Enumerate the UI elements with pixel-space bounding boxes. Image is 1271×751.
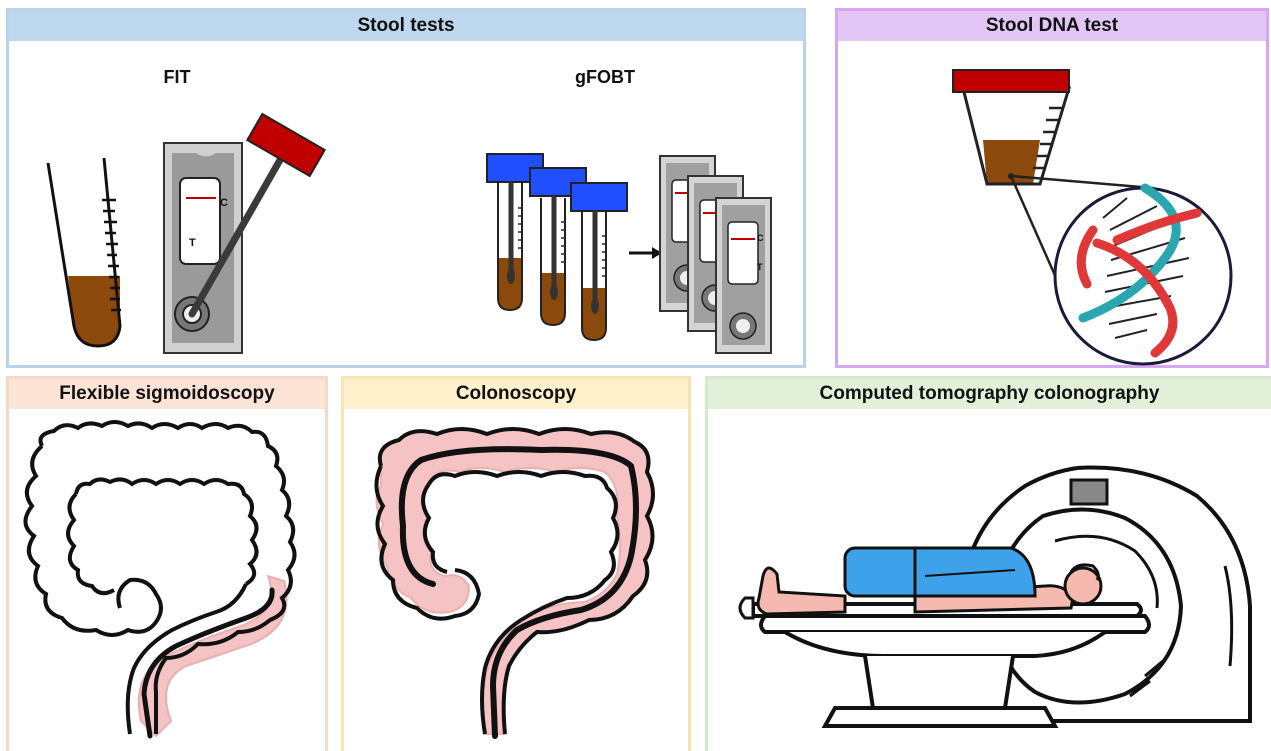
- stool-dna-illustration: [835, 8, 1269, 368]
- gfobt-tube-3: [571, 183, 627, 340]
- ct-scanner-illustration: [705, 376, 1271, 751]
- arrow-icon: [629, 247, 662, 259]
- stool-tests-panel: Stool tests FIT gFOBT: [6, 8, 806, 368]
- colonoscopy-illustration: [341, 376, 691, 751]
- fit-test-mark: T: [189, 237, 196, 249]
- fit-test-tube: [48, 158, 121, 346]
- gfobt-cards: C T: [660, 156, 771, 353]
- gfobt-tubes: [487, 154, 627, 340]
- fit-illustration: C T: [6, 8, 806, 368]
- stool-dna-panel: Stool DNA test: [835, 8, 1269, 368]
- fit-control-mark: C: [220, 197, 228, 209]
- gfobt-control-mark: C: [757, 233, 764, 243]
- flex-sig-panel: Flexible sigmoidoscopy: [6, 376, 328, 751]
- gfobt-card-3: C T: [716, 198, 771, 353]
- gfobt-test-mark: T: [757, 262, 763, 272]
- flex-sig-illustration: [6, 376, 328, 751]
- dna-icon: [1055, 188, 1231, 364]
- colonoscopy-panel: Colonoscopy: [341, 376, 691, 751]
- stool-container: [953, 70, 1069, 184]
- ct-colonography-panel: Computed tomography colonography: [705, 376, 1271, 751]
